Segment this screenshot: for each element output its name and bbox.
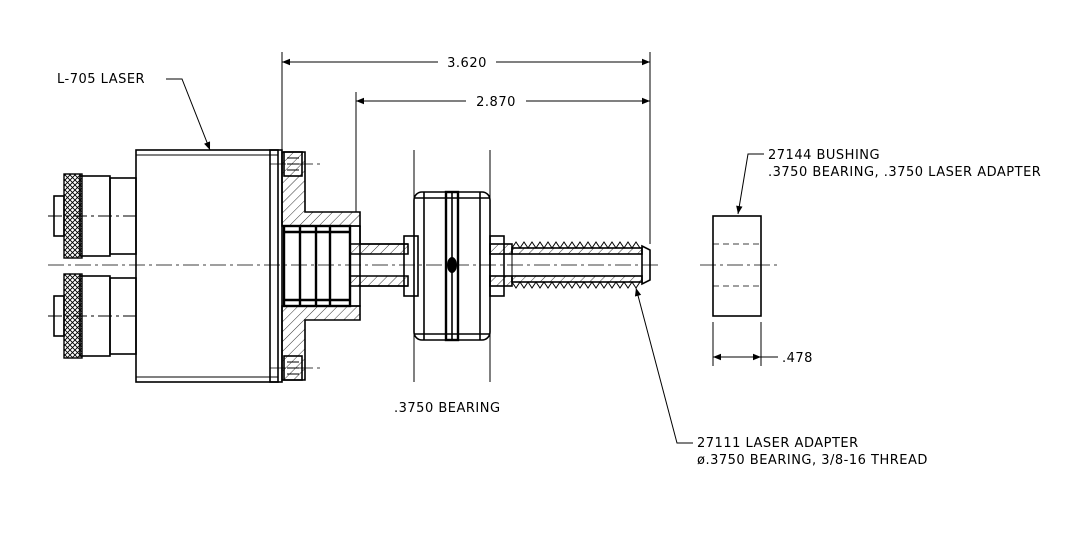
- laser-adapter-shaft: [349, 226, 651, 289]
- dimension-bushing-width: .478: [712, 322, 813, 366]
- dimension-overall: 3.620: [281, 52, 651, 244]
- bearing: [403, 150, 505, 382]
- laser-knob-lower: [48, 273, 137, 359]
- dimension-adapter-value: 2.870: [476, 95, 516, 110]
- laser-knob-upper: [48, 173, 137, 259]
- mounting-flange: [270, 151, 361, 381]
- laser-body: [135, 149, 283, 383]
- label-bearing-text: .3750 BEARING: [394, 401, 501, 416]
- label-bushing-line1: 27144 BUSHING: [768, 148, 880, 163]
- bushing: [700, 215, 778, 317]
- dimension-overall-value: 3.620: [447, 56, 487, 71]
- label-adapter: 27111 LASER ADAPTER ø.3750 BEARING, 3/8-…: [634, 287, 928, 468]
- label-laser-text: L-705 LASER: [57, 72, 145, 87]
- label-bearing: .3750 BEARING: [394, 401, 501, 416]
- dimension-bushing-width-value: .478: [782, 351, 813, 366]
- label-adapter-line2: ø.3750 BEARING, 3/8-16 THREAD: [697, 453, 928, 468]
- label-adapter-line1: 27111 LASER ADAPTER: [697, 436, 859, 451]
- label-bushing-line2: .3750 BEARING, .3750 LASER ADAPTER: [768, 165, 1041, 180]
- label-bushing: 27144 BUSHING .3750 BEARING, .3750 LASER…: [736, 148, 1041, 215]
- dimension-adapter: 2.870: [355, 92, 650, 212]
- label-laser: L-705 LASER: [57, 72, 211, 151]
